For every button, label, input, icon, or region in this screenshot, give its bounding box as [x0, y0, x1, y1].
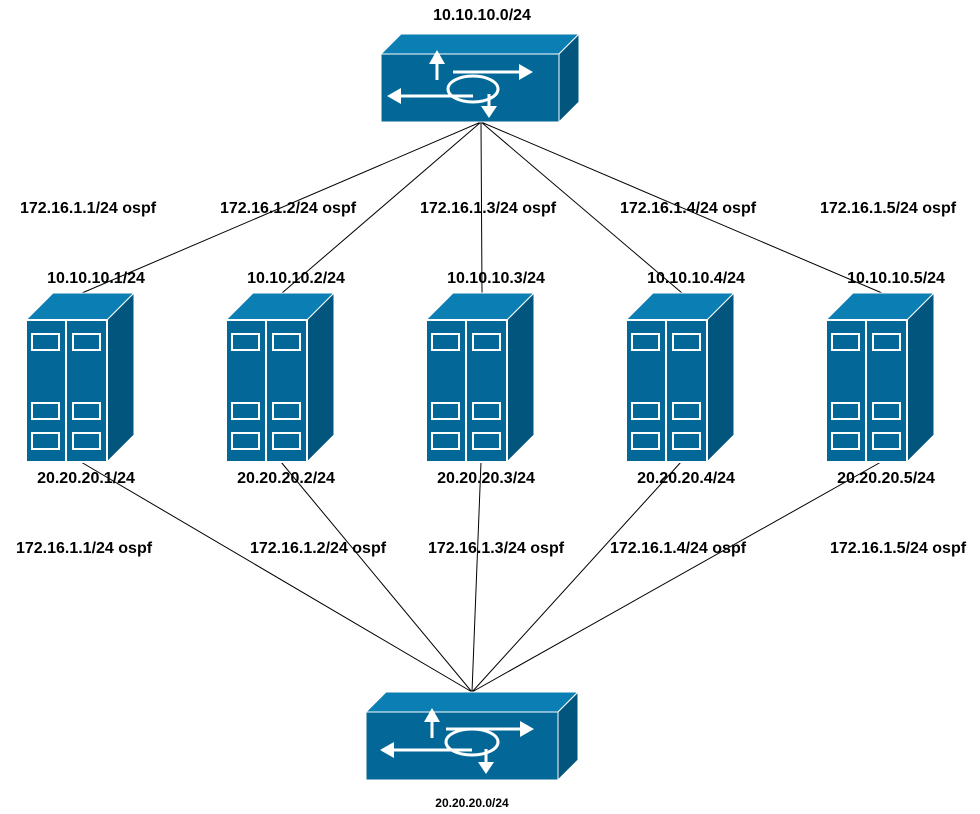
lower-link-label-3: 172.16.1.3/24 ospf [428, 540, 565, 557]
upper-link-label-1: 172.16.1.1/24 ospf [20, 200, 157, 217]
server-top-ip-1: 10.10.10.1/24 [47, 270, 145, 287]
server-4[interactable] [624, 291, 736, 464]
lower-link-label-4: 172.16.1.4/24 ospf [610, 540, 747, 557]
top-links [81, 121, 883, 294]
switch-icon [364, 690, 580, 782]
upper-link-label-5: 172.16.1.5/24 ospf [820, 200, 957, 217]
server-top-ip-3: 10.10.10.3/24 [447, 270, 545, 287]
link-bottom-server-5 [471, 461, 882, 693]
server-3[interactable] [424, 291, 536, 464]
server-bottom-ip-1: 20.20.20.1/24 [37, 470, 135, 487]
link-top-server-5 [480, 121, 883, 294]
lower-link-label-5: 172.16.1.5/24 ospf [830, 540, 967, 557]
server-rack-icon [424, 291, 536, 464]
top-switch[interactable] [379, 32, 581, 124]
server-bottom-ip-3: 20.20.20.3/24 [437, 470, 535, 487]
upper-link-label-4: 172.16.1.4/24 ospf [620, 200, 757, 217]
link-top-server-4 [480, 121, 683, 294]
server-top-ip-4: 10.10.10.4/24 [647, 270, 745, 287]
bottom-switch[interactable] [364, 690, 580, 782]
servers [24, 291, 936, 464]
bottom-network-label: 20.20.20.0/24 [435, 796, 509, 810]
server-rack-icon [824, 291, 936, 464]
top-network-label: 10.10.10.0/24 [433, 7, 531, 24]
server-5[interactable] [824, 291, 936, 464]
link-top-server-2 [281, 121, 482, 294]
link-top-server-3 [480, 121, 483, 294]
link-bottom-server-3 [471, 461, 482, 693]
lower-link-label-1: 172.16.1.1/24 ospf [16, 540, 153, 557]
upper-link-label-2: 172.16.1.2/24 ospf [220, 200, 357, 217]
server-top-ip-2: 10.10.10.2/24 [247, 270, 345, 287]
server-1[interactable] [24, 291, 136, 464]
bottom-links [80, 461, 882, 693]
server-bottom-ip-4: 20.20.20.4/24 [637, 470, 735, 487]
lower-link-label-2: 172.16.1.2/24 ospf [250, 540, 387, 557]
link-bottom-server-4 [471, 461, 682, 693]
server-bottom-ip-2: 20.20.20.2/24 [237, 470, 335, 487]
server-rack-icon [224, 291, 336, 464]
server-2[interactable] [224, 291, 336, 464]
switch-icon [379, 32, 581, 124]
link-top-server-1 [81, 121, 482, 294]
server-top-ip-5: 10.10.10.5/24 [847, 270, 945, 287]
server-bottom-ip-5: 20.20.20.5/24 [837, 470, 935, 487]
link-bottom-server-2 [280, 461, 473, 693]
link-bottom-server-1 [80, 461, 473, 693]
server-rack-icon [24, 291, 136, 464]
upper-link-label-3: 172.16.1.3/24 ospf [420, 200, 557, 217]
server-rack-icon [624, 291, 736, 464]
